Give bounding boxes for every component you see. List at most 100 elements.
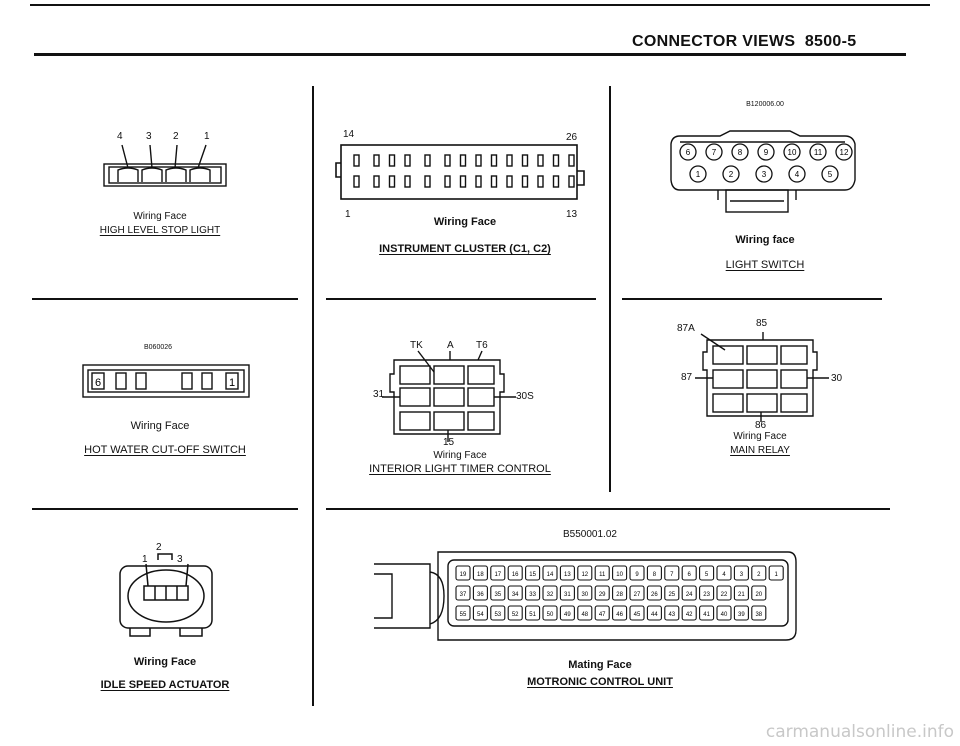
pin-label: 27 [634,592,641,598]
pin-label: 1 [229,377,235,389]
pin-cell [424,175,431,188]
pin-cell [559,585,575,601]
pin-cell [594,585,610,601]
page-number: 8500-5 [804,33,857,50]
pin-cell [716,585,732,601]
pin-cell [525,605,541,621]
page-title: CONNECTOR VIEWS 8500-5 [632,33,856,51]
pin-cell [768,565,784,581]
pin-label: 33 [529,592,536,598]
pin-cell [490,585,506,601]
pin-circle [731,143,749,161]
pin-label: 5 [705,572,709,578]
pin-label: 22 [721,592,728,598]
pin-label: 52 [512,612,519,618]
pin-cell [629,605,645,621]
pin-label: 10 [788,148,797,157]
pin-cell [472,565,488,581]
pin-cell [404,154,411,167]
pin-cell [646,585,662,601]
pin-label: 44 [651,612,658,618]
pin-label: T6 [476,340,488,351]
pin-cell [646,565,662,581]
pin-label: 17 [494,572,501,578]
pin-circle [788,165,806,183]
idle-actuator-connector-drawing [119,553,213,637]
pin-label: 47 [599,612,606,618]
pin-label: 86 [755,420,767,431]
pin-label: 8 [738,148,743,157]
pin-cell [612,605,628,621]
pin-cell [521,175,529,188]
pin-cell [353,154,360,167]
pin-cell [577,585,593,601]
pin-label: 28 [616,592,623,598]
pin-label: 49 [564,612,571,618]
stop-light-connector-drawing [103,144,227,187]
top-border-line [30,4,930,6]
pin-cell [353,175,360,188]
pin-cell [455,605,471,621]
pin-label: 51 [529,612,536,618]
pin-label: 30 [831,373,843,384]
pin-cell [681,605,697,621]
pin-cell [507,565,523,581]
pin-label: 32 [547,592,554,598]
pin-cell [525,565,541,581]
pin-label: 7 [670,572,674,578]
pin-cell [455,585,471,601]
pin-label: 5 [828,170,833,179]
pin-label: 4 [722,572,726,578]
pin-label: 36 [477,592,484,598]
pin-cell [664,605,680,621]
pin-label: 31 [564,592,571,598]
pin-cell [733,605,749,621]
pin-cell [552,175,560,188]
pin-label: 48 [581,612,588,618]
pin-circle [755,165,773,183]
pin-cell [472,585,488,601]
pin-label: 1 [775,572,779,578]
pin-label: 3 [146,131,152,142]
pin-label: 6 [95,377,101,389]
divider-row1-c [622,298,882,300]
pin-cell [459,175,467,188]
pin-label: 1 [142,554,148,565]
connector-name: INSTRUMENT CLUSTER (C1, C2) [379,243,551,255]
pin-cell [475,154,482,167]
pin-label: 24 [686,592,693,598]
pin-label: 12 [581,572,588,578]
pin-label: 7 [712,148,717,157]
hot-water-connector-drawing: 6 1 [82,364,250,398]
pin-cell [521,154,529,167]
pin-label: 14 [547,572,554,578]
pin-cell [455,565,471,581]
pin-cell [594,605,610,621]
pin-cell [459,154,467,167]
pin-label: 2 [156,542,162,553]
mating-face-label: Mating Face [568,659,632,671]
pin-cell [751,585,767,601]
divider-row2-a [32,508,298,510]
pin-label: 30S [516,391,534,402]
pin-label: 3 [740,572,744,578]
pin-label: 3 [762,170,767,179]
pin-label: TK [410,340,423,351]
pin-cell [664,565,680,581]
pin-label: 2 [173,131,179,142]
connector-name: HOT WATER CUT-OFF SWITCH [84,444,246,456]
pin-cell [542,605,558,621]
pin-cell [537,154,544,167]
vertical-divider-right [609,86,611,492]
pin-cell [444,154,451,167]
pin-label: 19 [460,572,467,578]
pin-label: 18 [477,572,484,578]
pin-label: 40 [721,612,728,618]
pin-label: 41 [703,612,710,618]
pin-cell [507,605,523,621]
